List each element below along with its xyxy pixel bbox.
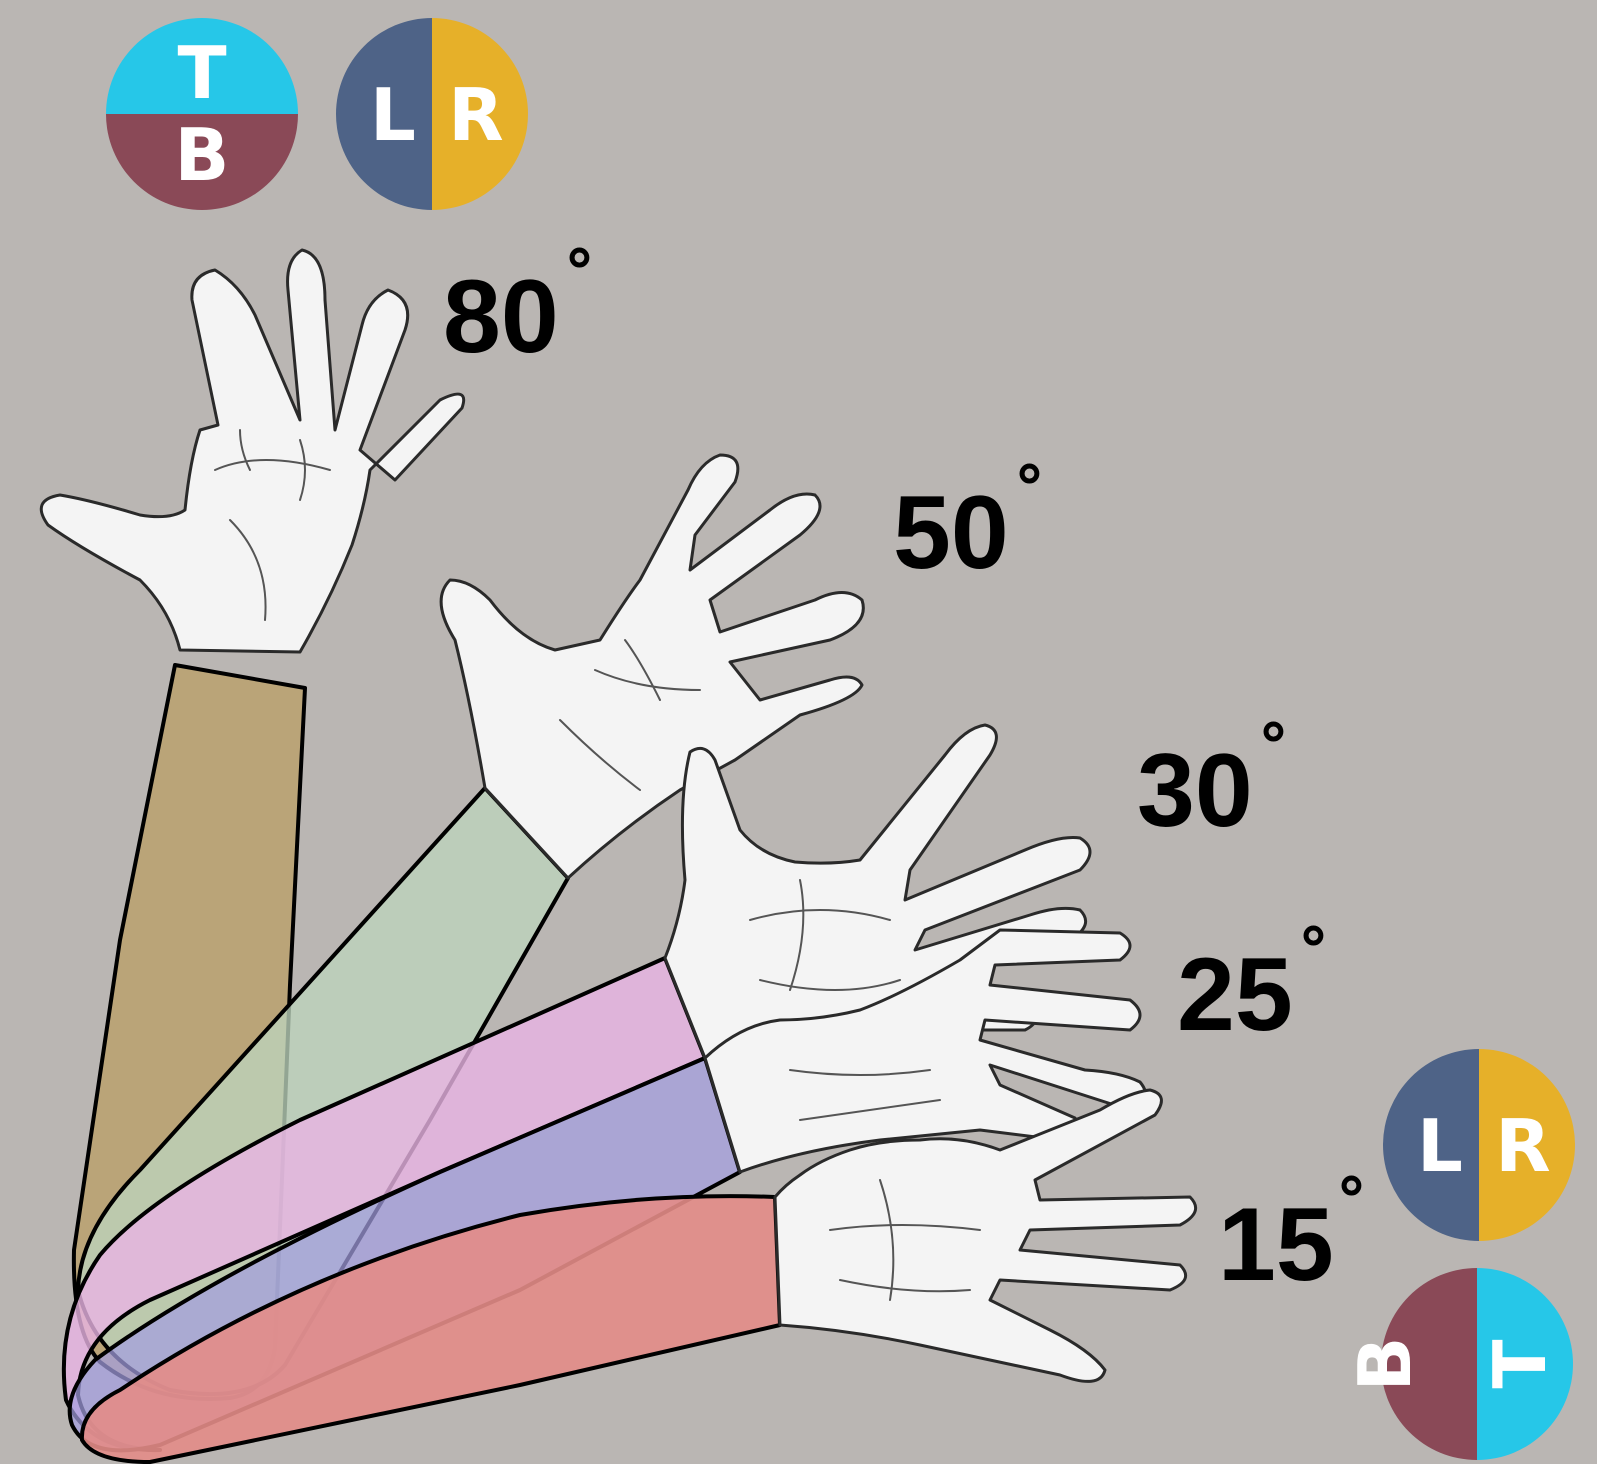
badge-bottom-top-rotated: B T (1343, 1268, 1573, 1460)
angle-label-25: 25 (1177, 937, 1293, 1053)
badge-left-right-top: L R (336, 18, 528, 210)
degree-symbol-15: ˚ (1340, 1168, 1367, 1257)
badge-letter-l: L (370, 73, 416, 157)
badge-left-right-bottom: L R (1383, 1049, 1575, 1241)
badge-letter-b: B (1343, 1337, 1427, 1392)
hand-80 (41, 250, 463, 652)
degree-symbol-50: ˚ (1018, 456, 1045, 545)
badge-letter-t: T (177, 31, 226, 115)
badge-letter-r: R (1495, 1104, 1550, 1188)
angle-label-50: 50 (893, 475, 1009, 591)
badge-letter-t: T (1478, 1339, 1562, 1388)
badge-top-bottom: T B (106, 18, 298, 210)
badge-letter-r: R (448, 73, 503, 157)
angle-label-80: 80 (443, 259, 559, 375)
degree-symbol-80: ˚ (568, 240, 595, 329)
badge-letter-l: L (1417, 1104, 1463, 1188)
badge-letter-b: B (175, 113, 230, 197)
degree-symbol-25: ˚ (1302, 918, 1329, 1007)
degree-symbol-30: ˚ (1262, 714, 1289, 803)
angle-label-30: 30 (1137, 733, 1253, 849)
angle-label-15: 15 (1218, 1187, 1334, 1303)
